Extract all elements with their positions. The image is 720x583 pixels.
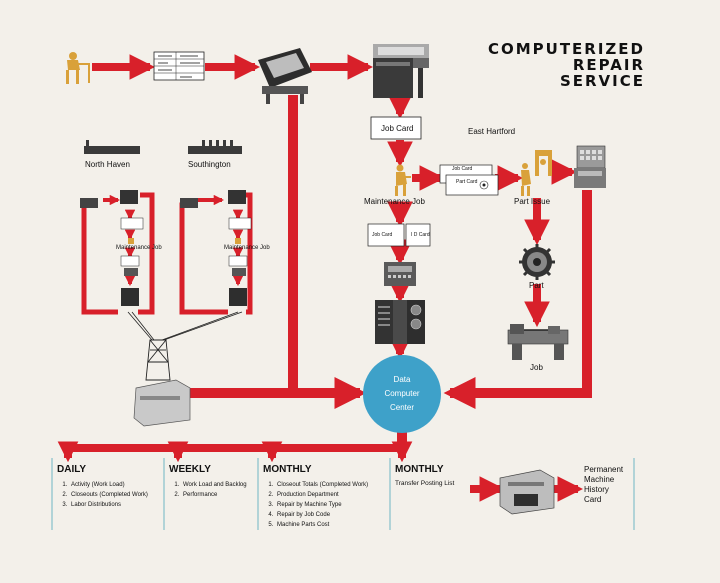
arrow-nh-loop-right (138, 192, 155, 315)
report-monthly-item: Closeout Totals (Completed Work) (275, 480, 387, 490)
job-card (370, 116, 422, 140)
permanent-record-line: Card (584, 495, 602, 504)
title-line-3: SERVICE (559, 72, 645, 90)
label-job: Job (530, 363, 543, 372)
report-monthly-heading: MONTHLY (263, 464, 312, 475)
branch-flow-southington (180, 190, 252, 306)
report-monthly2-text: Transfer Posting List (395, 480, 455, 487)
east-hartford-terminal-icon (574, 145, 606, 188)
arrow-nh-loop-left (81, 202, 118, 315)
label-southington: Southington (188, 160, 231, 169)
permanent-record-label: Permanent Machine History Card (584, 465, 623, 505)
branch-flow-north-haven (80, 190, 144, 306)
lathe-machine-icon (507, 324, 569, 360)
mechanic-figure-icon (395, 164, 411, 196)
title-line-2: REPAIR (572, 56, 645, 74)
label-maintenance-job: Maintenance Job (364, 197, 425, 206)
report-monthly: MONTHLY Closeout Totals (Completed Work)… (263, 464, 387, 530)
title-line-1: COMPUTERIZED (487, 40, 645, 58)
job-part-cards (439, 164, 499, 196)
gear-part-icon (519, 244, 555, 280)
work-order-form-icon (153, 51, 205, 81)
report-weekly-item: Performance (181, 490, 255, 500)
arrow-right-return (443, 190, 592, 410)
radio-tower-icon (145, 339, 171, 381)
report-monthly2-heading: MONTHLY (395, 464, 444, 475)
label-card-id-card: I D Card (411, 232, 430, 238)
report-monthly-item: Repair by Machine Type (275, 500, 387, 510)
factory-building-icon-north-haven (84, 140, 140, 154)
label-sh-maintenance-job: Maintenance Job (224, 245, 270, 251)
flow-arrows (57, 54, 592, 502)
arrow-sh-loop-left (179, 202, 228, 315)
label-part-issue: Part Issue (514, 197, 551, 206)
permanent-record-line: History (584, 485, 609, 494)
transmission-terminal-icon (133, 379, 191, 427)
report-monthly-transfer: MONTHLY Transfer Posting List (395, 464, 475, 487)
center-text-data: Data (393, 375, 411, 384)
data-computer-center (363, 355, 441, 433)
person-at-desk-icon (66, 52, 90, 84)
report-weekly-item: Work Load and Backlog (181, 480, 255, 490)
label-east-hartford: East Hartford (468, 127, 516, 136)
report-dividers (51, 458, 635, 530)
report-daily-heading: DAILY (57, 464, 87, 475)
permanent-record-line: Permanent (584, 465, 624, 474)
label-nh-maintenance-job: Maintenance Job (116, 245, 162, 251)
label-north-haven: North Haven (85, 160, 130, 169)
tape-drive-computer-icon (375, 300, 425, 344)
report-daily-item: Labor Distributions (69, 500, 161, 510)
factory-building-icon-southington (188, 140, 242, 154)
card-reader-terminal-icon (373, 44, 429, 98)
part-issue-figure-icon (521, 150, 552, 196)
arrow-sh-loop-right (245, 192, 253, 315)
report-weekly-heading: WEEKLY (169, 464, 211, 475)
report-daily: DAILY Activity (Work Load) Closeouts (Co… (57, 464, 161, 510)
label-part: Part (529, 281, 544, 290)
report-daily-item: Closeouts (Completed Work) (69, 490, 161, 500)
transmission-lines (127, 311, 243, 341)
label-job-card: Job Card (381, 124, 414, 133)
report-monthly-item: Machine Parts Cost (275, 520, 387, 530)
label-card-job-card: Job Card (452, 166, 473, 172)
record-machine-icon (499, 469, 555, 515)
report-daily-item: Activity (Work Load) (69, 480, 161, 490)
label-card-job-card-2: Job Card (372, 232, 393, 238)
center-text-computer: Computer (384, 389, 420, 398)
permanent-record-line: Machine (584, 475, 615, 484)
card-punch-unit-icon (384, 262, 416, 286)
id-job-cards (367, 223, 431, 247)
report-weekly: WEEKLY Work Load and Backlog Performance (169, 464, 255, 500)
report-monthly-item: Production Department (275, 490, 387, 500)
report-monthly-item: Repair by Job Code (275, 510, 387, 520)
keypunch-machine-icon (258, 48, 312, 104)
label-card-part-card: Part Card (456, 179, 478, 185)
center-text-center: Center (389, 403, 414, 412)
